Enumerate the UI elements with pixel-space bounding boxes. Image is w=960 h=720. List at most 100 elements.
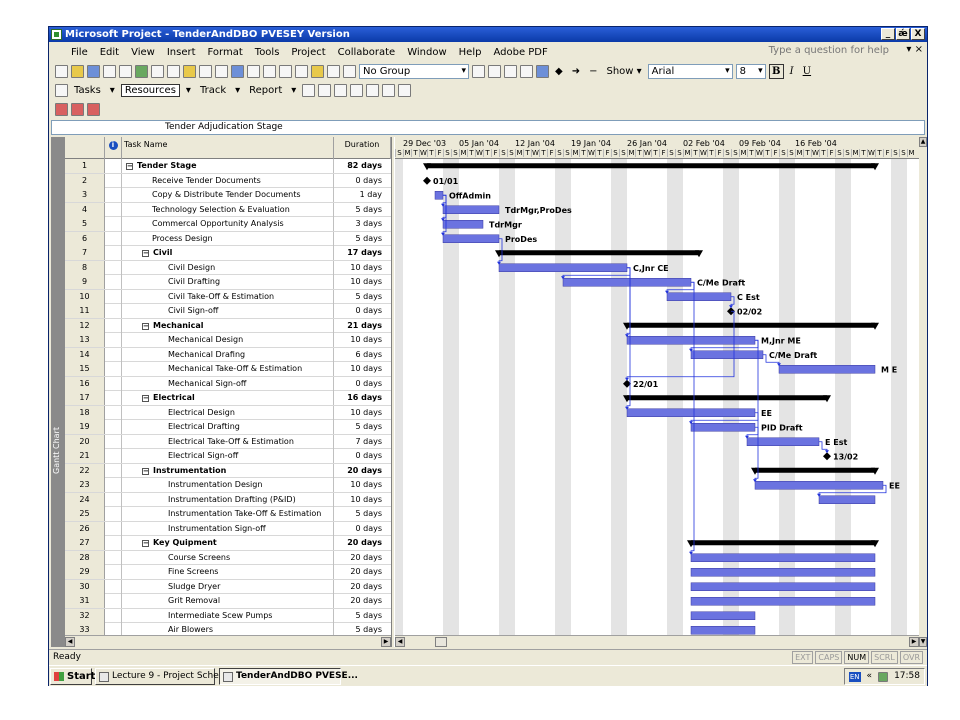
dropdown-arrow-icon[interactable]: ▾ [185,85,191,96]
format-painter-icon[interactable] [199,65,212,78]
row-id[interactable]: 1 [65,159,105,173]
italic-button[interactable]: I [789,66,794,77]
new-icon[interactable] [55,65,68,78]
task-name-cell[interactable]: Receive Tender Documents [122,173,334,188]
duration-cell[interactable]: 5 days [355,625,382,634]
row-id[interactable]: 30 [65,579,105,594]
task-name-cell[interactable]: Civil Drafting [122,275,334,289]
id-column-header[interactable] [65,137,105,159]
task-name-cell[interactable]: Instrumentation Drafting (P&ID) [122,492,334,507]
row-id[interactable]: 21 [65,449,105,463]
copy-icon[interactable] [167,65,180,78]
pdf-convert-icon[interactable] [55,103,68,116]
hide-subtasks-icon[interactable]: − [589,66,598,77]
menu-window[interactable]: Window [407,46,447,58]
open-icon[interactable] [71,65,84,78]
row-id[interactable]: 22 [65,463,105,478]
row-id[interactable]: 13 [65,333,105,347]
menu-project[interactable]: Project [291,46,326,58]
print-preview-icon[interactable] [119,65,132,78]
pdf-email-icon[interactable] [71,103,84,116]
duration-cell[interactable]: 20 days [350,581,382,591]
row-id[interactable]: 17 [65,391,105,405]
row-id[interactable]: 20 [65,434,105,449]
scroll-left-icon[interactable]: ◀ [65,637,75,647]
language-indicator[interactable]: EN [848,671,861,682]
duration-cell[interactable]: 0 days [355,306,382,315]
zoom-out-icon[interactable] [488,65,501,78]
view-icon[interactable] [366,84,380,97]
document-close-button[interactable]: ▾ × [906,44,923,55]
cut-icon[interactable] [151,65,164,78]
duration-cell[interactable]: 5 days [355,422,382,431]
row-id[interactable]: 2 [65,173,105,188]
title-bar[interactable]: Microsoft Project - TenderAndDBO PVESEY … [49,27,927,42]
duration-cell[interactable]: 1 day [359,190,382,199]
table-row[interactable]: 20 Electrical Take-Off & Estimation 7 days [65,434,391,449]
task-name-cell[interactable]: −Key Quipment [122,536,334,550]
task-name-cell[interactable]: Process Design [122,231,334,246]
minimize-button[interactable]: _ [881,28,895,40]
toggle-guide-icon[interactable] [55,84,68,97]
font-size-select[interactable]: 8 [735,64,766,79]
tray-expand-icon[interactable]: « [866,671,873,681]
task-name-cell[interactable]: Electrical Take-Off & Estimation [122,434,334,449]
collapse-icon[interactable]: − [142,539,149,547]
view-icon[interactable] [350,84,364,97]
task-name-cell[interactable]: Civil Sign-off [122,304,334,318]
duration-cell[interactable]: 20 days [350,567,382,576]
duration-cell[interactable]: 10 days [350,262,382,272]
link-tasks-icon[interactable] [247,65,260,78]
task-notes-icon[interactable] [311,65,324,78]
duration-cell[interactable]: 7 days [355,436,382,446]
duration-cell[interactable]: 6 days [355,349,382,359]
hyperlink-icon[interactable] [231,65,244,78]
print-icon[interactable] [103,65,116,78]
dropdown-arrow-icon[interactable]: ▾ [235,85,241,96]
duration-cell[interactable]: 10 days [350,335,382,344]
start-button[interactable]: Start [50,668,95,685]
collapse-icon[interactable]: − [126,162,133,170]
menu-help[interactable]: Help [458,46,482,58]
row-id[interactable]: 23 [65,478,105,492]
duration-cell[interactable]: 5 days [355,509,382,518]
view-bar[interactable]: Gantt Chart [51,137,65,647]
duration-cell[interactable]: 0 days [355,523,382,533]
duration-cell[interactable]: 20 days [350,552,382,562]
indicators-column-header[interactable]: i [105,137,122,159]
task-name-cell[interactable]: Course Screens [122,550,334,565]
paste-icon[interactable] [183,65,196,78]
group-by-select[interactable]: No Group [359,64,469,79]
task-name-cell[interactable]: Air Blowers [122,623,334,637]
restore-button[interactable]: ǽ [896,28,910,40]
taskbar-item-lecture[interactable]: Lecture 9 - Project Sche... [95,668,227,685]
help-icon[interactable] [536,65,549,78]
duration-cell[interactable]: 5 days [355,291,382,301]
collapse-icon[interactable]: − [142,249,149,257]
duration-cell[interactable]: 17 days [347,248,382,257]
row-id[interactable]: 6 [65,231,105,246]
outdent-icon[interactable]: ◆ [555,66,563,77]
font-select[interactable]: Arial [647,64,733,79]
duration-cell[interactable]: 10 days [350,277,382,286]
pdf-review-icon[interactable] [87,103,100,116]
row-id[interactable]: 12 [65,318,105,333]
duration-cell[interactable]: 20 days [347,465,382,475]
unlink-tasks-icon[interactable] [263,65,276,78]
task-name-cell[interactable]: −Civil [122,246,334,260]
resources-menu[interactable]: Resources [120,84,180,97]
task-name-column-header[interactable]: Task Name [122,137,334,159]
